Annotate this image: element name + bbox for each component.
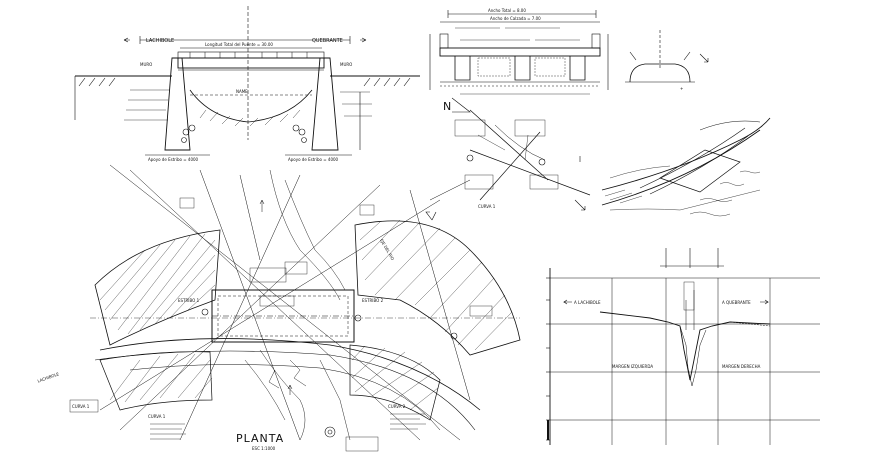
profile-right-arrow: A QUEBRANTE: [722, 300, 751, 305]
north-label: N: [443, 100, 452, 113]
river-profile: A LACHIBOLE A QUEBRANTE MARGEN IZQUIERDA…: [546, 248, 820, 445]
plan-label-4: CURVA 1: [72, 404, 90, 409]
plan-curve-left: CURVA 1: [148, 414, 166, 419]
perspective-sketch: [601, 117, 771, 217]
section-subtitle: Ancho de Calzada = 7.00: [490, 16, 541, 21]
bridge-cross-section: Ancho Total = 8.00 Ancho de Calzada = 7.…: [429, 8, 609, 95]
profile-right-bank: MARGEN DERECHA: [722, 364, 761, 369]
curve-detail-label: CURVA 1: [478, 204, 496, 209]
profile-left-bank: MARGEN IZQUIERDA: [612, 364, 653, 369]
section-title: Ancho Total = 8.00: [488, 8, 526, 13]
elevation-right-arrow-label: QUEBRANTE: [312, 38, 343, 44]
wall-right-label: MURO: [340, 62, 352, 67]
plan-label-1: ESTRIBO 1: [178, 298, 200, 303]
bottom-left-dim: Apoyo de Estribo = 4000: [148, 157, 199, 162]
plan-curve-right: CURVA 2: [388, 404, 406, 409]
water-level-label: NAME: [236, 89, 248, 94]
span-label: Longitud Total del Puente = 30.00: [205, 42, 273, 47]
plan-left-road: LACHIBOLE: [37, 371, 60, 384]
plan-label-3: EJE DEL RIO: [379, 238, 395, 261]
bridge-elevation: LACHIBOLE QUEBRANTE Longitud Total del P…: [74, 6, 420, 162]
curb-detail: +: [625, 30, 709, 91]
elevation-left-arrow-label: LACHIBOLE: [146, 38, 174, 44]
wall-left-label: MURO: [140, 62, 152, 67]
plan-label-2: ESTRIBO 2: [362, 298, 384, 303]
plan-view: PLANTA ESC 1:1000 LACHIBOLE CURVA 1 CURV…: [37, 164, 521, 452]
plan-title: PLANTA: [236, 432, 284, 445]
svg-text:+: +: [680, 86, 683, 91]
bottom-right-dim: Apoyo de Estribo = 4000: [288, 157, 339, 162]
plan-scale: ESC 1:1000: [252, 446, 276, 451]
north-curve-detail: N CURVA 1: [425, 97, 591, 221]
profile-left-arrow: A LACHIBOLE: [574, 300, 601, 305]
